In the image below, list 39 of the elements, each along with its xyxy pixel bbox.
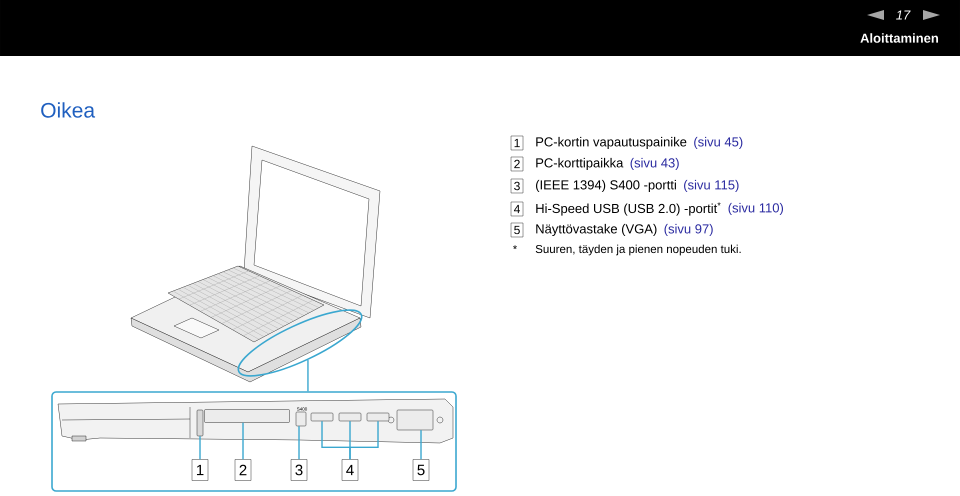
- page-link: (sivu 97): [664, 224, 713, 236]
- item-text: Näyttövastake (VGA): [536, 224, 656, 236]
- page-link: (sivu 110): [728, 202, 784, 216]
- port: [296, 412, 306, 426]
- section-name: Aloittaminen: [860, 33, 938, 43]
- release-button: [196, 410, 204, 436]
- callout-number: 3: [510, 178, 524, 194]
- leader-line: [242, 422, 244, 460]
- item-text: Hi-Speed USB (USB 2.0) -portit$^{*}$: [536, 202, 721, 216]
- callout-number: 1: [510, 136, 524, 150]
- leader-line: [420, 430, 422, 460]
- callout-number: 5: [510, 222, 524, 238]
- leader-line: [349, 421, 379, 460]
- connector-line: [307, 360, 309, 392]
- item-text: PC-kortin vapautuspainike: [536, 136, 686, 150]
- usb-port: [310, 412, 334, 422]
- item-text: (IEEE 1394) S400 -portti: [536, 180, 676, 192]
- item-text: PC-korttipaikka: [536, 158, 624, 170]
- callout-number: 5: [412, 459, 430, 481]
- page-number: 17: [896, 10, 911, 20]
- card-slot: [204, 409, 290, 423]
- callout-number: 3: [290, 459, 308, 481]
- page-link: (sivu 45): [694, 136, 742, 150]
- usb-port: [338, 412, 362, 422]
- page-link: (sivu 115): [684, 180, 739, 192]
- laptop-drawing: [130, 146, 380, 382]
- callout-number: 1: [192, 459, 208, 481]
- monitor-port: [396, 410, 434, 430]
- page-link: (sivu 43): [630, 158, 679, 170]
- callout-number: 2: [234, 459, 252, 481]
- leader-line: [298, 426, 300, 460]
- leader-line: [199, 436, 201, 460]
- footnote-mark: *: [513, 245, 517, 250]
- callout-number: 4: [510, 202, 524, 216]
- usb-port: [366, 412, 390, 422]
- title: Oikea: [41, 102, 96, 118]
- callout-number: 4: [342, 459, 358, 481]
- callout-number: 2: [510, 156, 524, 172]
- footnote: Suuren, täyden ja pienen nopeuden tuki.: [536, 244, 741, 256]
